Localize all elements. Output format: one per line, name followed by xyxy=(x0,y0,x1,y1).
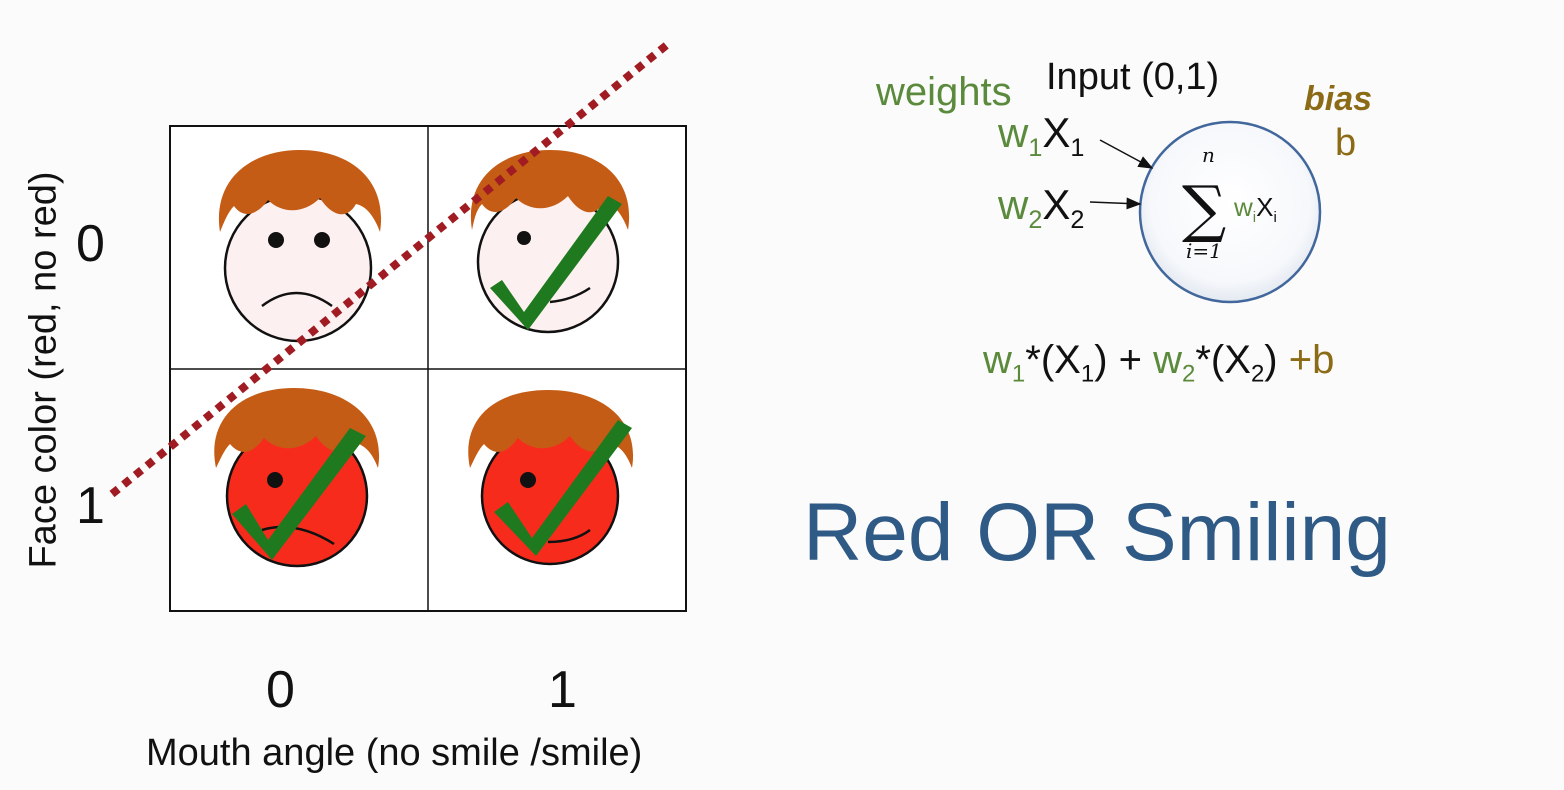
x-tick-label: 0 xyxy=(266,661,295,719)
x-tick-label: 1 xyxy=(548,661,577,719)
weights-label: weights xyxy=(876,70,1012,114)
weighted-sum-formula: w1*(X1) + w2*(X2) +b xyxy=(983,338,1335,388)
y-tick-label: 1 xyxy=(76,477,105,535)
sum-lower-limit: i=1 xyxy=(1186,239,1222,263)
input2-arrow xyxy=(1089,197,1142,210)
face-not-red-frown xyxy=(218,150,382,343)
sum-term: wiXi xyxy=(1233,192,1277,226)
sigma-symbol: ∑ xyxy=(1182,172,1226,245)
input1-arrow xyxy=(1099,139,1154,169)
y-axis-label: Face color (red, no red) xyxy=(22,171,65,569)
neuron-circle xyxy=(1138,120,1322,304)
check-mark-icon xyxy=(490,196,622,330)
input1-term: w1X1 xyxy=(998,109,1085,162)
x-axis-label: Mouth angle (no smile /smile) xyxy=(146,732,643,774)
bias-label: bias xyxy=(1304,80,1373,118)
bias-symbol: b xyxy=(1335,122,1357,164)
slide-title: Red OR Smiling xyxy=(803,487,1391,578)
sum-upper-limit: n xyxy=(1202,143,1215,167)
check-mark-icon xyxy=(232,428,366,560)
y-tick-label: 0 xyxy=(76,215,105,273)
input-label: Input (0,1) xyxy=(1046,56,1220,98)
check-mark-icon xyxy=(494,420,632,556)
input2-term: w2X2 xyxy=(998,181,1085,234)
